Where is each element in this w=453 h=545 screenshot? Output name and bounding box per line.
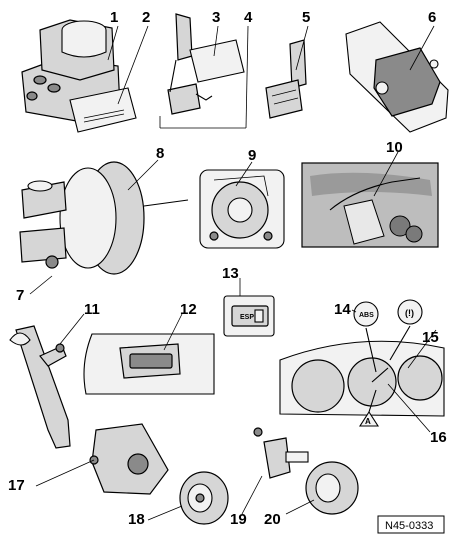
instrument-cluster [279,299,445,427]
callout-12: 12 [180,301,197,318]
callout-18: 18 [128,511,145,528]
callout-11: 11 [84,301,100,318]
brake-booster-master-cylinder [19,161,189,275]
callout-2: 2 [142,9,150,26]
callout-9: 9 [248,147,256,164]
wheel-hub-20 [305,461,359,515]
reference-code: N45-0333 [385,520,433,532]
callout-5: 5 [302,9,310,26]
wheel-bearing-housing [89,423,169,495]
callout-8: 8 [156,145,164,162]
rear-axle-stub [253,427,309,479]
yaw-rate-sensor [345,21,449,133]
callout-19: 19 [230,511,247,528]
callout-14: 14 [334,301,351,318]
brake-warning-lamp-label: (!) [405,308,414,318]
diagnostic-connector-area [83,333,215,395]
leader-lines [29,25,437,521]
esp-button-label: ESP [240,314,254,321]
abs-hydraulic-unit [21,19,137,133]
callout-6: 6 [428,9,436,26]
engine-bay-photo [301,162,439,248]
callout-7: 7 [16,287,24,304]
callout-20: 20 [264,511,281,528]
callout-17: 17 [8,477,25,494]
sensor-with-bracket [167,13,245,115]
callout-3: 3 [212,9,220,26]
brake-pedal [9,325,71,449]
callout-15: 15 [422,329,439,346]
warning-triangle-label: A [365,417,371,426]
callout-16: 16 [430,429,447,446]
callout-13: 13 [222,265,239,282]
callout-1: 1 [110,9,118,26]
reference-code-box: N45-0333 [377,515,445,534]
callout-4: 4 [244,9,253,26]
esp-button-panel [223,295,275,337]
steering-angle-sensor [199,169,285,249]
callout-10: 10 [386,139,403,156]
wheel-bearing-18 [179,471,229,525]
callout-labels: 1 2 3 4 5 6 7 8 9 10 11 12 13 14 15 16 1… [8,9,447,528]
abs-warning-lamp-label: ABS [359,312,374,319]
